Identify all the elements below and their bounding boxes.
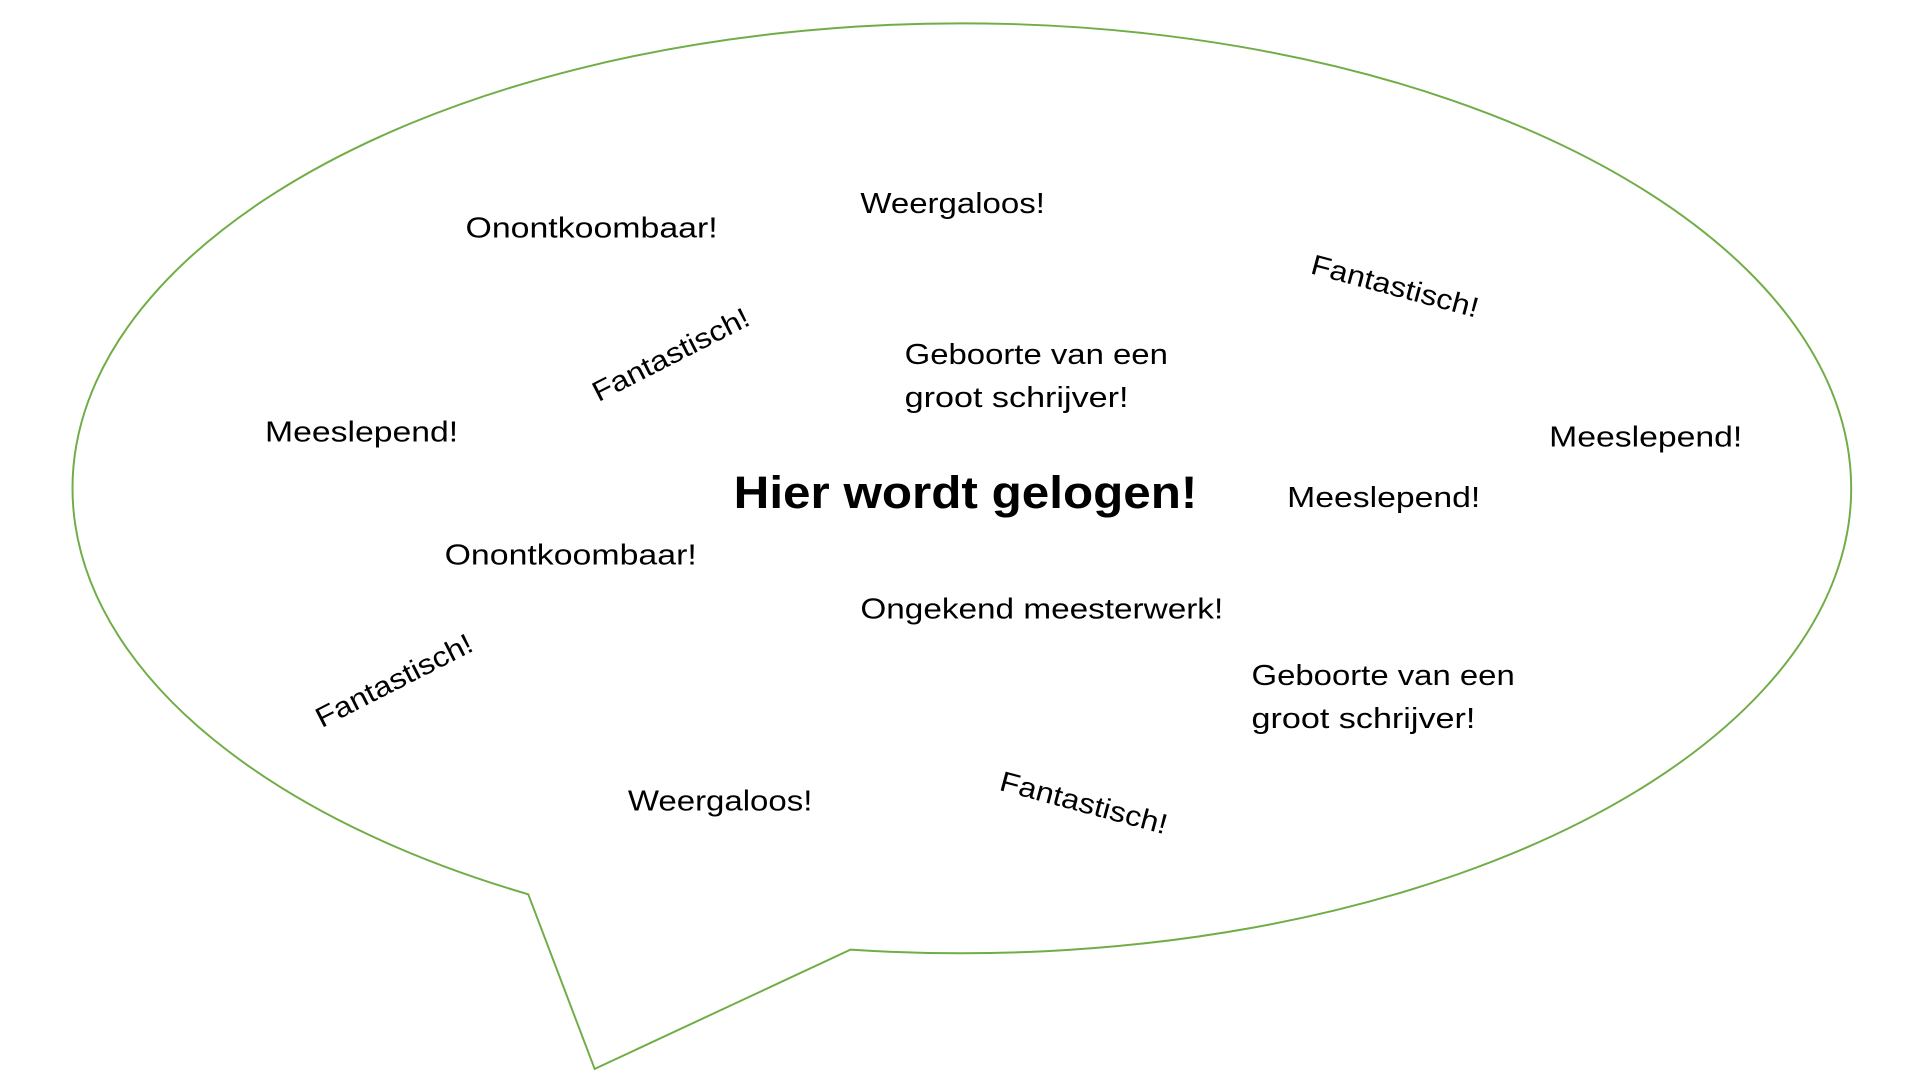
phrase-geboorte-2-line1: Geboorte van een (1252, 659, 1515, 691)
phrase-onontkoombaar-1: Onontkoombaar! (466, 211, 718, 243)
phrase-meeslepend-right: Meeslepend! (1549, 421, 1742, 453)
phrase-ongekend-meesterwerk: Ongekend meesterwerk! (860, 593, 1223, 625)
bubble-title: Hier wordt gelogen! (734, 467, 1198, 518)
phrase-meeslepend-left: Meeslepend! (265, 416, 458, 448)
phrase-geboorte-1-line1: Geboorte van een (905, 338, 1168, 370)
phrase-weergaloos-2: Weergaloos! (628, 785, 813, 817)
phrase-geboorte-1-line2: groot schrijver! (905, 381, 1129, 413)
phrase-weergaloos-1: Weergaloos! (860, 187, 1045, 219)
speech-bubble-outline (71, 22, 1853, 1071)
phrase-geboorte-2-line2: groot schrijver! (1252, 702, 1476, 734)
phrase-meeslepend-center: Meeslepend! (1287, 481, 1480, 513)
phrase-onontkoombaar-2: Onontkoombaar! (445, 539, 697, 571)
